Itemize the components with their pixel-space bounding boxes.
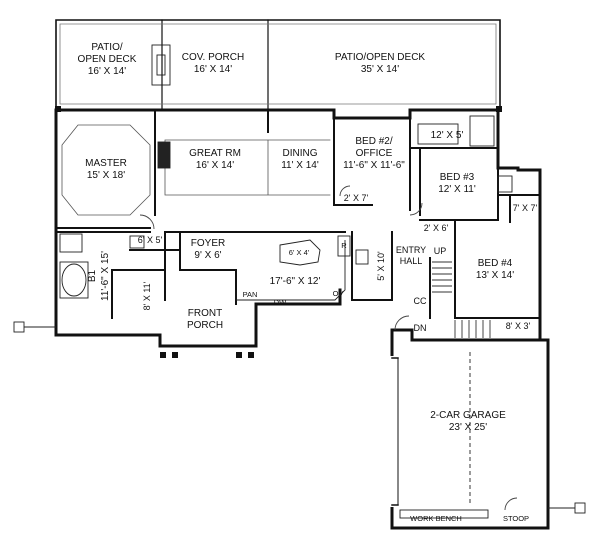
kitchen-counter — [235, 240, 346, 301]
room-bath2-size: 12' X 5' — [431, 130, 464, 141]
room-garage-name: 2-CAR GARAGE — [430, 410, 506, 421]
toilet-bath1-icon — [129, 235, 145, 249]
house-exterior-wall — [54, 108, 542, 364]
room-patio-left-size: 16' X 14' — [88, 66, 126, 77]
room-dining-name: DINING — [283, 148, 318, 159]
room-front-porch-name-2: PORCH — [187, 320, 223, 331]
fireplace-deck-icon — [151, 44, 171, 86]
work-bench-label: WORK BENCH — [410, 514, 462, 523]
great-room-tray — [164, 139, 331, 196]
room-great-rm-size: 16' X 14' — [196, 160, 234, 171]
bathtub-icon — [61, 263, 87, 297]
room-entry-hall-name-2: HALL — [400, 256, 423, 266]
room-foyer-size: 9' X 6' — [194, 250, 221, 261]
room-great-rm-name: GREAT RM — [189, 148, 241, 159]
room-wic-size: 6' X 5' — [138, 235, 163, 245]
vanity-hall-icon — [497, 175, 513, 193]
room-dining-size: 11' X 14' — [281, 160, 319, 171]
stoop-label: STOOP — [503, 514, 529, 523]
room-bath1-name: B1 — [87, 269, 98, 282]
room-bed2-name-2: OFFICE — [356, 148, 393, 159]
room-foyer-name: FOYER — [191, 238, 225, 249]
room-bed2-name: BED #2/ — [355, 136, 392, 147]
door-swings — [139, 185, 518, 511]
meter-right-icon — [574, 502, 586, 514]
room-laundry-size: 5' X 10' — [376, 251, 386, 281]
room-bed4-name: BED #4 — [478, 258, 513, 269]
oven-label: OV — [333, 289, 344, 298]
fixtures — [13, 44, 586, 519]
room-garage-size: 23' X 25' — [449, 422, 487, 433]
room-patio-right-size: 35' X 14' — [361, 64, 399, 75]
stair-treads — [432, 261, 491, 338]
room-kitchen-size: 17'-6" X 12' — [270, 276, 321, 287]
room-patio-right-name: PATIO/OPEN DECK — [335, 52, 426, 63]
work-bench-icon — [399, 509, 489, 519]
room-cov-porch-size: 16' X 14' — [194, 64, 232, 75]
master-tray-ceiling — [61, 124, 151, 216]
room-bed2-size: 11'-6" X 11'-6" — [343, 160, 405, 171]
kitchen-island-icon — [279, 239, 321, 266]
fireplace-great-room-icon — [157, 141, 171, 169]
porch-columns — [55, 106, 502, 358]
stairs-up-label: UP — [434, 246, 447, 256]
room-patio-left-name: PATIO/ — [91, 42, 123, 53]
dishwasher-label: DW — [274, 298, 287, 307]
deck-rail — [59, 23, 497, 105]
refrigerator-label: R — [341, 241, 347, 250]
rear-deck-outline — [55, 19, 501, 109]
fireplace-deck-inner-icon — [156, 54, 166, 76]
room-master-size: 15' X 18' — [87, 170, 125, 181]
range-icon — [355, 249, 369, 265]
vanity-master-icon — [59, 233, 83, 253]
coat-closet-label: CC — [414, 296, 427, 306]
room-cov-porch-name: COV. PORCH — [182, 52, 244, 63]
room-bed4-size: 13' X 14' — [476, 270, 514, 281]
room-bed3-name: BED #3 — [440, 172, 475, 183]
room-master-name: MASTER — [85, 158, 127, 169]
room-master-closet-size: 8' X 11' — [142, 281, 152, 310]
room-patio-left-name-2: OPEN DECK — [78, 54, 137, 65]
bathtub-frame-icon — [59, 261, 89, 299]
room-closet-bed4b-size: 8' X 3' — [506, 321, 531, 331]
stairs-down-label: DN — [414, 323, 427, 333]
room-closet-bed4-size: 7' X 7' — [513, 203, 538, 213]
room-closet-bed2-size: 2' X 7' — [344, 193, 369, 203]
room-front-porch-name: FRONT — [188, 308, 222, 319]
tub-bath2-icon — [469, 115, 495, 147]
room-entry-hall-name: ENTRY — [396, 245, 426, 255]
pantry-label: PAN — [243, 290, 258, 299]
meter-left-icon — [13, 321, 25, 333]
room-closet-bed3-size: 2' X 6' — [424, 223, 449, 233]
vanity-bath2-icon — [417, 123, 459, 145]
room-bath1-size: 11'-6" X 15' — [100, 251, 111, 301]
room-bed3-size: 12' X 11' — [438, 184, 476, 195]
kitchen-island-size: 6' X 4' — [289, 248, 310, 257]
walls — [54, 19, 550, 530]
room-labels: PATIO/ OPEN DECK 16' X 14' COV. PORCH 16… — [78, 42, 538, 523]
refrigerator-icon — [337, 235, 351, 257]
